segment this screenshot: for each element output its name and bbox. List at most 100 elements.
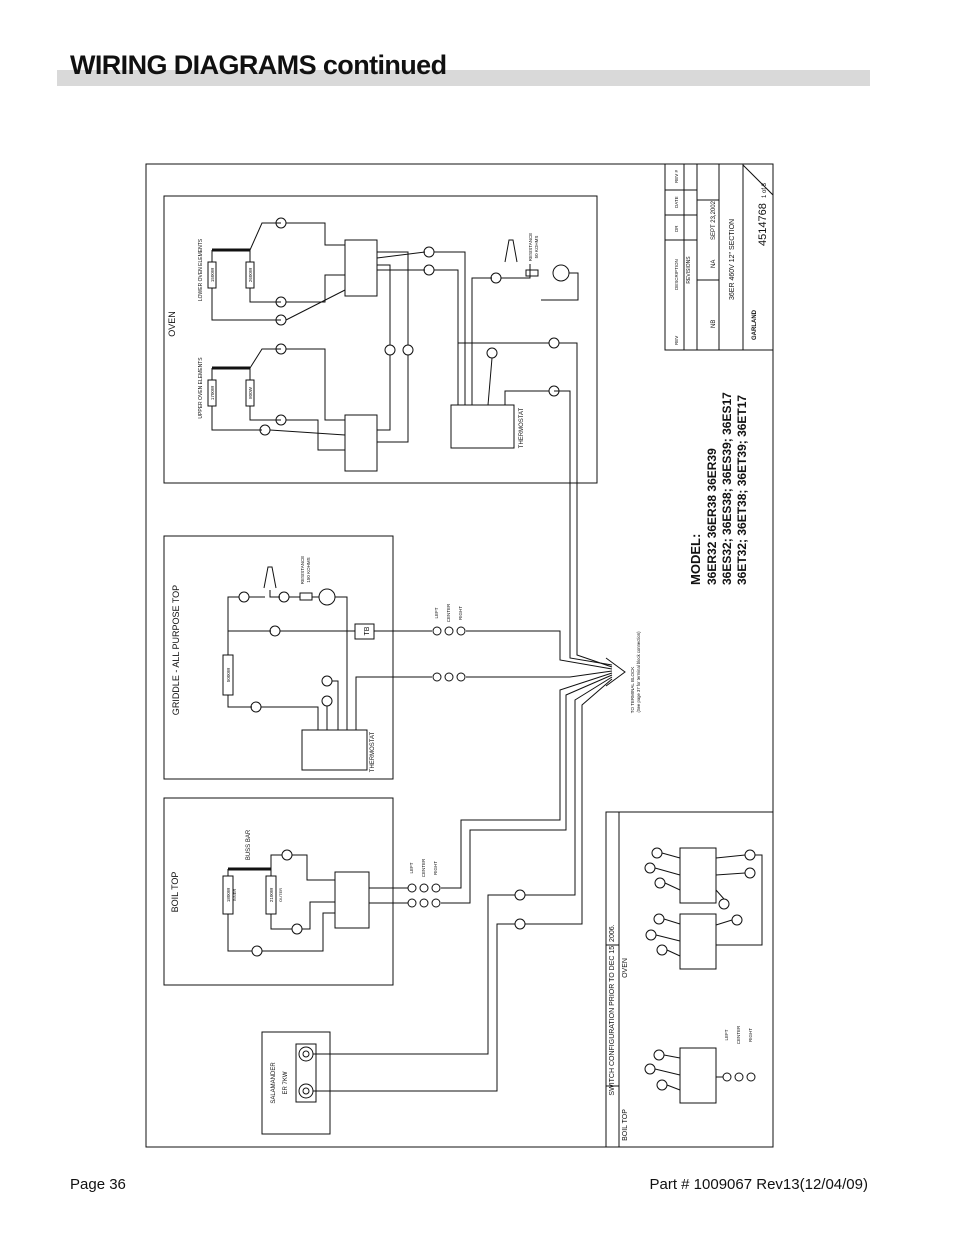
wire-marker xyxy=(514,918,526,930)
oven-lamp xyxy=(552,264,570,282)
wire xyxy=(227,914,252,952)
wire-marker xyxy=(514,889,526,901)
title-block-dr: DR xyxy=(674,225,679,232)
wire-marker xyxy=(653,1049,665,1061)
salamander-box xyxy=(261,1031,331,1135)
switch-config-box xyxy=(605,811,774,1148)
wire-marker xyxy=(731,914,743,926)
oven-thermostat-label: THERMOSTAT xyxy=(519,407,525,448)
wire xyxy=(227,596,239,655)
wire-marker xyxy=(651,847,663,859)
part-number: Part # 1009067 Rev13(12/04/09) xyxy=(649,1176,869,1193)
title-block-description: DESCRIPTION xyxy=(674,259,679,290)
center-connector xyxy=(444,672,454,682)
left-connector xyxy=(432,626,442,636)
wire xyxy=(525,676,613,896)
resistor xyxy=(299,592,313,601)
boil-left-label: LEFT xyxy=(409,862,414,873)
griddle-label: GRIDDLE - ALL PURPOSE TOP xyxy=(171,585,181,715)
wire xyxy=(377,251,409,345)
switch-config-right-label: RIGHT xyxy=(748,1028,753,1042)
upper-infinite-switch xyxy=(344,414,378,472)
wire xyxy=(285,289,346,321)
wire-marker xyxy=(384,344,396,356)
title-block-drawing-number: 4514768 xyxy=(757,203,769,246)
griddle-resistance-value: 150 KOHMS xyxy=(306,557,311,582)
wire-marker xyxy=(490,272,502,284)
wire-marker xyxy=(291,923,303,935)
wire xyxy=(355,676,432,730)
wire xyxy=(249,348,281,369)
boil-inner-rating: 1800W xyxy=(226,887,231,902)
center-connector xyxy=(444,626,454,636)
salamander-terminal-block xyxy=(295,1043,317,1103)
switch-config-boil-switch xyxy=(679,1047,717,1104)
salamander-rating: ER 7KW xyxy=(283,1071,289,1094)
wire xyxy=(211,288,281,321)
wire-marker xyxy=(645,929,657,941)
wire xyxy=(313,923,515,1092)
center-connector xyxy=(734,1072,744,1082)
wire xyxy=(262,912,335,952)
wire xyxy=(661,852,681,859)
right-connector xyxy=(431,883,441,893)
wire xyxy=(261,706,319,730)
griddle-thermostat xyxy=(301,729,368,771)
switch-config-boil-label: BOIL TOP xyxy=(622,1109,629,1141)
wire-marker xyxy=(653,913,665,925)
wire xyxy=(211,406,262,431)
drawing-frame xyxy=(145,163,774,1148)
title-block-rev: REV xyxy=(674,336,679,345)
wire xyxy=(335,596,348,730)
griddle-resistance-label: RESISTANCE xyxy=(300,556,305,584)
switch-config-center-label: CENTER xyxy=(736,1025,741,1044)
wire xyxy=(377,355,391,431)
center-connector xyxy=(419,898,429,908)
wire xyxy=(654,867,681,876)
boil-right-label: RIGHT xyxy=(433,861,438,875)
wire xyxy=(487,357,493,406)
model-line-2: 36ES32; 36ES38; 36ES39; 36ES17 xyxy=(720,392,734,585)
wire xyxy=(457,342,549,405)
oven-probe xyxy=(504,239,518,263)
right-connector xyxy=(456,672,466,682)
buss-bar-label: BUSS BAR xyxy=(246,829,252,860)
terminal-block-note: (See page 37 for terminal block connecti… xyxy=(636,631,641,713)
title-block-date-value: SEPT 23,2002 xyxy=(711,200,717,240)
wire xyxy=(332,680,339,730)
upper-oven-elements-label: UPPER OVEN ELEMENTS xyxy=(198,357,204,419)
title-block-scale: NA xyxy=(711,260,717,268)
wire xyxy=(270,914,292,930)
wire xyxy=(666,1084,681,1091)
switch-config-left-label: LEFT xyxy=(724,1029,729,1040)
wire xyxy=(663,1054,681,1059)
wire xyxy=(655,934,681,942)
wire xyxy=(666,949,681,957)
griddle-right-label: RIGHT xyxy=(458,606,463,620)
wire xyxy=(292,854,335,881)
griddle-box xyxy=(163,535,394,780)
upper-element-2-rating: 800W xyxy=(248,386,253,399)
wire-marker xyxy=(251,945,263,957)
boil-outer-rating: 2100W xyxy=(269,887,274,902)
boil-center-label: CENTER xyxy=(421,858,426,877)
wire xyxy=(504,390,549,405)
wire xyxy=(654,1068,681,1076)
wire xyxy=(269,429,346,436)
lower-infinite-switch xyxy=(344,239,378,297)
wire xyxy=(313,894,515,1055)
wire xyxy=(541,272,579,301)
wire xyxy=(466,630,613,670)
salamander-label: SALAMANDER xyxy=(271,1062,277,1104)
switch-config-oven-label: OVEN xyxy=(622,958,629,978)
switch-config-oven-switch xyxy=(679,847,717,904)
wire xyxy=(249,222,281,251)
griddle-probe xyxy=(263,566,277,589)
wire xyxy=(441,672,613,889)
switch-config-label: SWITCH CONFIGURATION PRIOR TO DEC 15, 20… xyxy=(609,924,616,1095)
right-connector xyxy=(746,1072,756,1082)
wire-marker xyxy=(656,944,668,956)
wire-marker xyxy=(744,849,756,861)
wire xyxy=(441,674,613,904)
oven-box xyxy=(163,195,598,484)
